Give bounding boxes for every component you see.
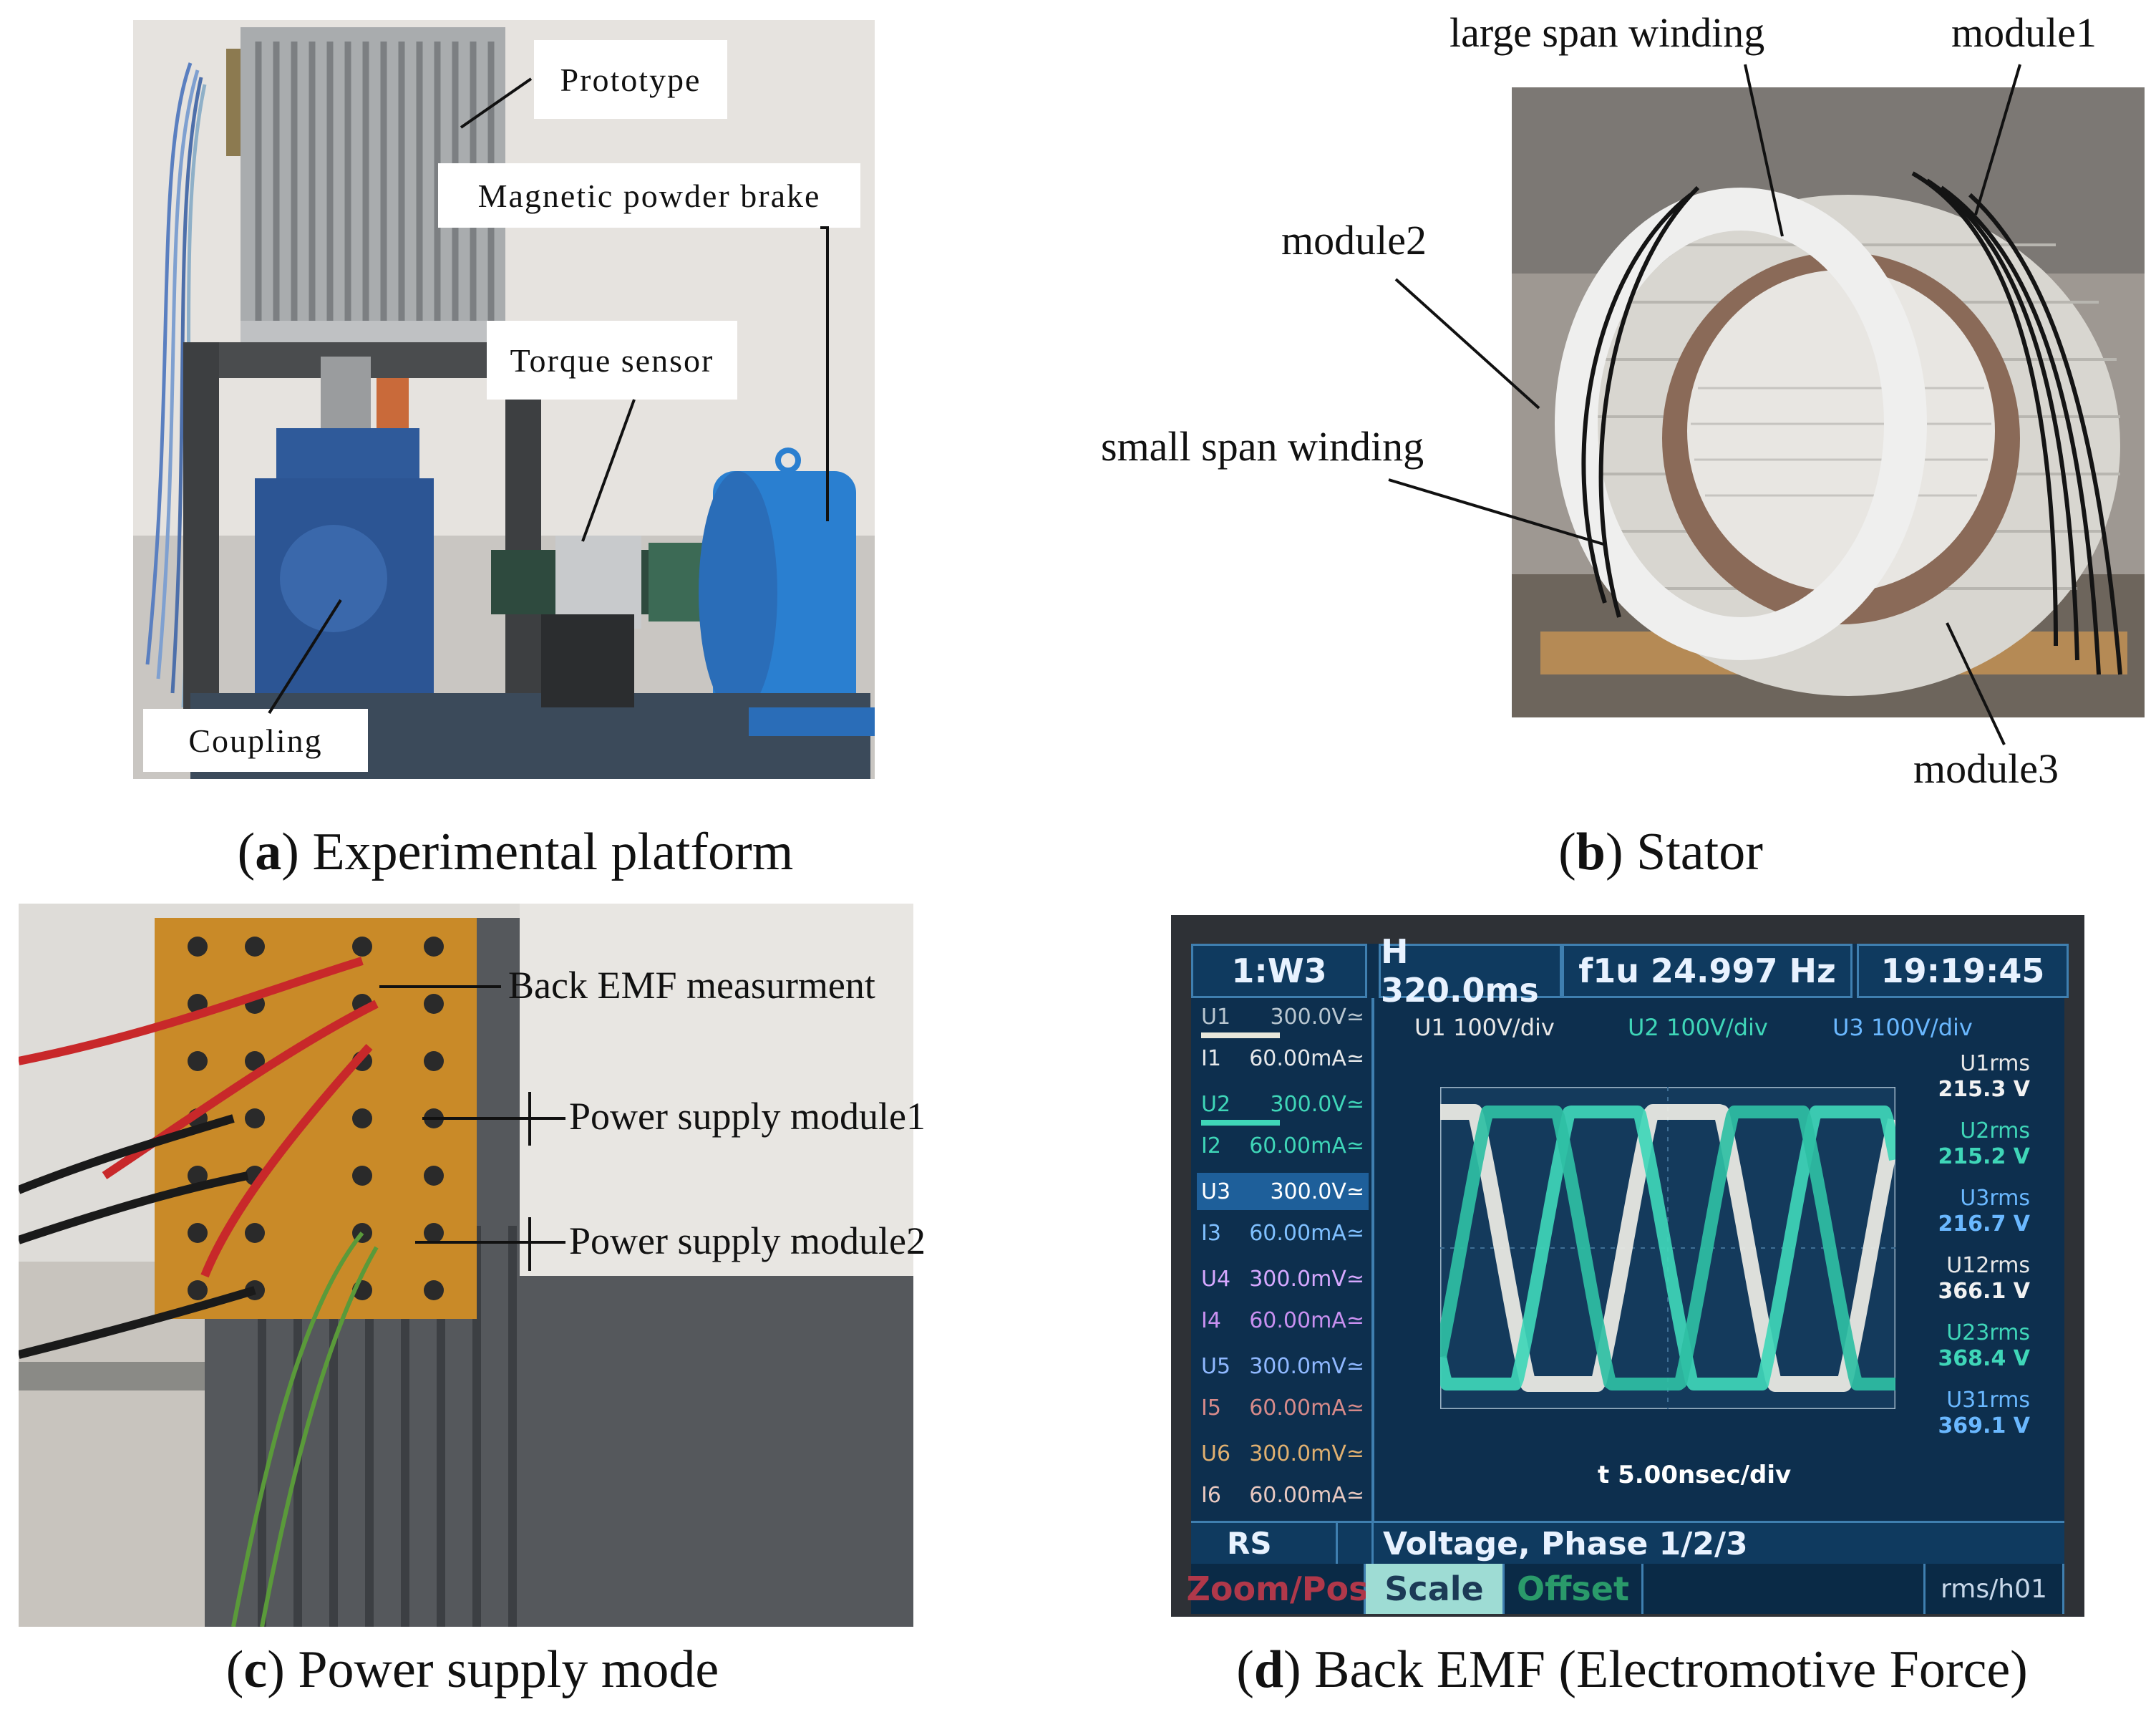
softkey-4[interactable]	[1643, 1564, 1926, 1614]
panel-b-caption: (b) Stator	[1558, 823, 1763, 881]
panel-a-caption: (a) Experimental platform	[237, 823, 794, 881]
oscilloscope-screen-bezel: 1:W3 H 320.0ms f1u 24.997 Hz 19:19:45 U1…	[1171, 915, 2084, 1617]
rms-u1-value: 215.3 V	[1938, 1077, 2030, 1102]
scope-clock: 19:19:45	[1857, 944, 2069, 998]
rms-u31-name: U31rms	[1946, 1388, 2030, 1413]
scale-u1: U1 100V/div	[1414, 1014, 1555, 1041]
label-coupling: Coupling	[143, 709, 368, 772]
channel-u2-bar	[1201, 1120, 1280, 1126]
rms-u2-value: 215.2 V	[1938, 1144, 2030, 1169]
rms-u12-name: U12rms	[1946, 1253, 2030, 1278]
panel-c-caption: (c) Power supply mode	[225, 1640, 719, 1699]
status-rs: RS	[1227, 1526, 1272, 1561]
label-module2: module2	[1281, 217, 1427, 263]
label-module3: module3	[1913, 745, 2059, 792]
panel-a-photo: Prototype Magnetic powder brake Torque s…	[133, 20, 875, 779]
trace-phase-3	[1440, 1106, 1895, 1390]
label-large-span-winding: large span winding	[1450, 9, 1765, 56]
trace-phase-2	[1440, 1106, 1895, 1390]
power-supply-photo	[19, 904, 913, 1627]
rms-u23-value: 368.4 V	[1938, 1346, 2030, 1371]
softkey-scale[interactable]: Scale	[1366, 1564, 1505, 1614]
panel-b-photo	[1512, 87, 2145, 717]
softkey-row: Zoom/Pos Scale Offset rms/h01	[1187, 1564, 2064, 1614]
time-per-div: t 5.00nsec/div	[1598, 1461, 1792, 1489]
panel-d-caption: (d) Back EMF (Electromotive Force)	[1236, 1640, 2028, 1699]
rms-u3-value: 216.7 V	[1938, 1211, 2030, 1237]
waveform-traces	[1440, 1104, 1895, 1392]
label-power-supply-module1: Power supply module1	[569, 1095, 926, 1138]
trace-phase-1	[1440, 1104, 1895, 1392]
scale-u3: U3 100V/div	[1832, 1014, 1973, 1041]
rms-u31-value: 369.1 V	[1938, 1413, 2030, 1438]
rms-u3-name: U3rms	[1960, 1186, 2030, 1211]
label-small-span-winding: small span winding	[1101, 423, 1424, 470]
rms-u2-name: U2rms	[1960, 1118, 2030, 1143]
rms-u1-name: U1rms	[1960, 1051, 2030, 1076]
softkey-rms-h01[interactable]: rms/h01	[1926, 1564, 2064, 1614]
label-power-supply-module2: Power supply module2	[569, 1219, 926, 1262]
waveform-plot	[1440, 1087, 1895, 1409]
label-prototype: Prototype	[534, 40, 727, 119]
status-divider-2	[1371, 1523, 1374, 1566]
scope-timebase: H 320.0ms	[1379, 932, 1562, 1010]
softkey-offset[interactable]: Offset	[1505, 1564, 1643, 1614]
label-back-emf-measurement: Back EMF measurment	[508, 964, 875, 1007]
oscilloscope-screen: 1:W3 H 320.0ms f1u 24.997 Hz 19:19:45 U1…	[1187, 932, 2069, 1614]
stator-photo	[1512, 87, 2145, 717]
label-torque-sensor: Torque sensor	[487, 321, 737, 400]
rms-u23-name: U23rms	[1946, 1320, 2030, 1345]
channel-u1-bar	[1201, 1032, 1280, 1038]
status-voltage-phase: Voltage, Phase 1/2/3	[1383, 1526, 1748, 1562]
scale-u2: U2 100V/div	[1628, 1014, 1768, 1041]
softkey-1[interactable]: Zoom/Pos	[1187, 1564, 1369, 1614]
experimental-platform-photo	[133, 20, 875, 779]
label-magnetic-powder-brake: Magnetic powder brake	[438, 163, 860, 228]
label-module1: module1	[1951, 9, 2097, 56]
scope-status-bar: RS Voltage, Phase 1/2/3	[1191, 1521, 2064, 1568]
scope-mode: 1:W3	[1191, 944, 1367, 998]
rms-u12-value: 366.1 V	[1938, 1279, 2030, 1304]
status-divider	[1336, 1523, 1338, 1566]
scope-frequency: f1u 24.997 Hz	[1562, 944, 1852, 998]
softkey-bar: Zoom/Pos Scale Offset rms/h01	[1187, 1564, 2064, 1614]
panel-c-photo	[19, 904, 913, 1627]
